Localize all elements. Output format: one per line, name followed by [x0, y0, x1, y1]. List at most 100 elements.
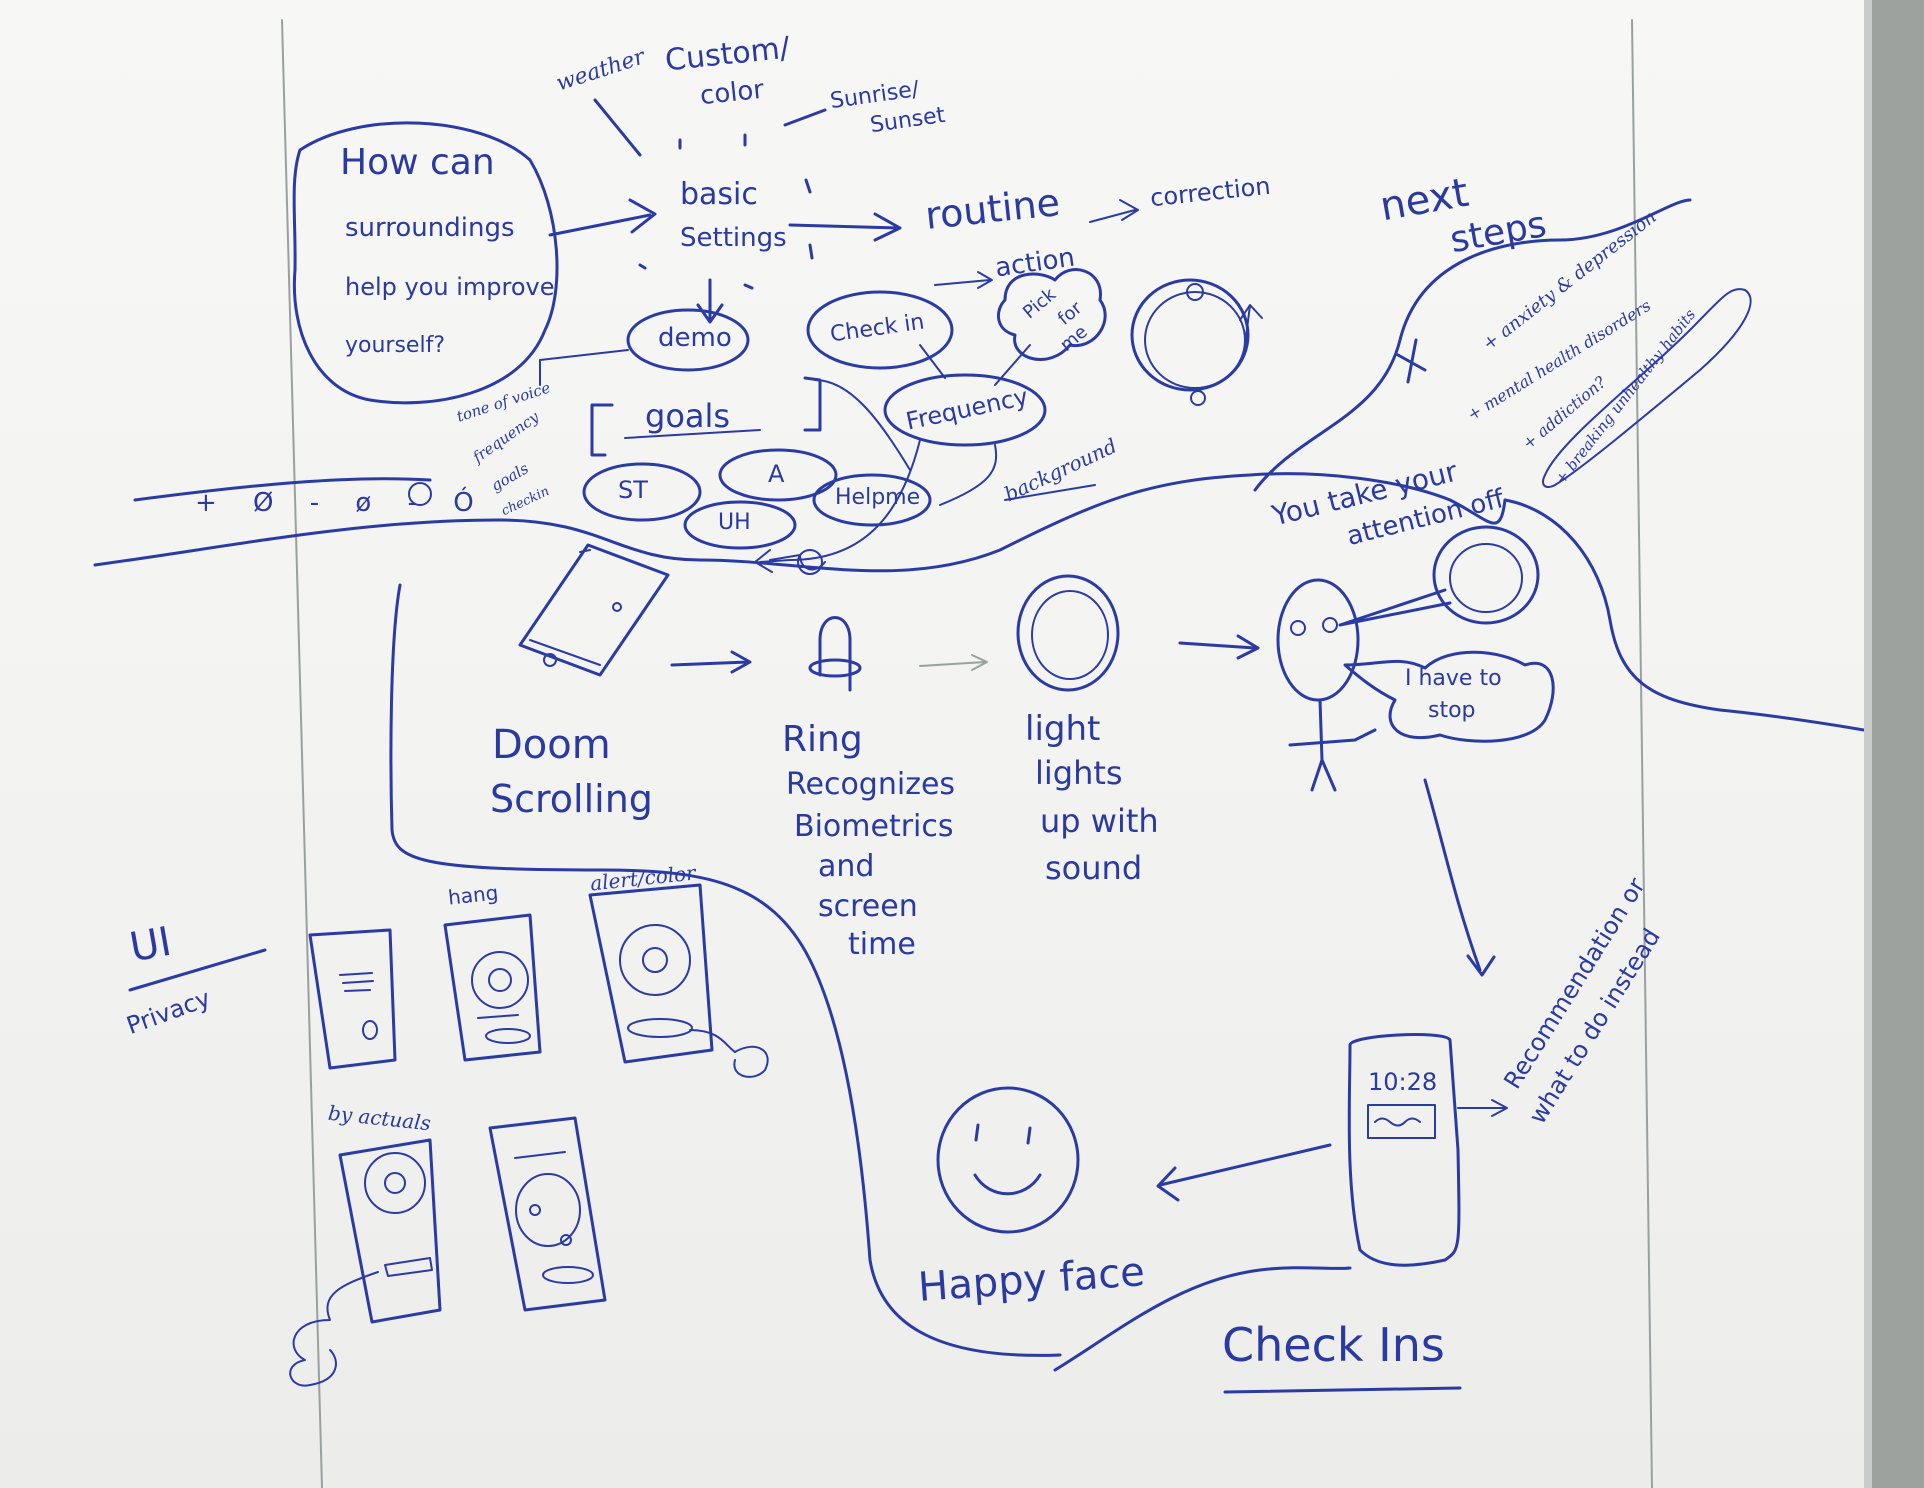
- wireframe-4: [338, 1138, 442, 1324]
- doom-label: Doom: [492, 722, 611, 768]
- wireframe-4-dot: [384, 1172, 406, 1194]
- scrolling-label: Scrolling: [490, 777, 653, 821]
- flow-arrow-3: [1178, 634, 1260, 660]
- phone-time: 10:28: [1368, 1068, 1438, 1096]
- wireframe-2-ring: [471, 951, 529, 1009]
- tick: [804, 178, 812, 194]
- ring-label: Biometrics: [794, 809, 954, 844]
- goals-to-helpme: [814, 379, 911, 471]
- wireframe-2-dot: [488, 968, 512, 992]
- wireframe-5-dot: [560, 1234, 572, 1246]
- hang-label: hang: [446, 880, 500, 910]
- wireframe-1-dot: [362, 1020, 378, 1040]
- thought-label: stop: [1428, 698, 1476, 723]
- wireframe-3-button: [627, 1018, 693, 1038]
- goal-st-label: ST: [618, 476, 648, 504]
- wireframe-3-dot: [642, 947, 668, 973]
- basic-settings-label: basic: [680, 177, 758, 212]
- custom-color-label: color: [698, 74, 766, 112]
- ring-label: and: [818, 849, 875, 884]
- wireframe-3-ring: [619, 924, 691, 996]
- goal-ring: [797, 549, 823, 575]
- happy-face-eye: [974, 1123, 980, 1142]
- demo-bubble: [626, 308, 750, 372]
- goal-helpme-label: Helpme: [835, 485, 921, 510]
- ring-label: Ring: [782, 719, 863, 760]
- checkin-bubble: [806, 290, 954, 370]
- demo-connector: [539, 349, 629, 386]
- ring-label: time: [848, 927, 916, 962]
- background-line: [939, 444, 1096, 506]
- checkin-frequency-line: [919, 344, 946, 379]
- happy-face-eye: [1026, 1126, 1032, 1145]
- arrow-question-to-settings: [548, 198, 657, 237]
- ring-on-finger: [808, 658, 862, 678]
- habits-outline: [1542, 288, 1752, 488]
- arrow-down-to-demo: [696, 278, 724, 324]
- goals-bracket-left: [590, 403, 614, 457]
- ui-label: UI: [126, 918, 175, 972]
- sun-icon: [408, 482, 432, 506]
- light-ring: [1016, 574, 1120, 692]
- goals-underline: [624, 429, 761, 439]
- bottom-curve: [1053, 1266, 1352, 1372]
- loop-knob: [1190, 390, 1206, 406]
- tick: [743, 283, 754, 290]
- right-region-curve: [1503, 498, 1922, 742]
- sunset-tick: [783, 108, 827, 127]
- light-label: up with: [1040, 802, 1159, 840]
- ring-label: screen: [818, 889, 918, 924]
- arrow-down-to-phone: [1423, 778, 1496, 977]
- figure-eye: [1290, 620, 1306, 636]
- panel-seam-left: [281, 19, 323, 1488]
- phone-screen-line: [529, 549, 601, 666]
- figure-body: [1318, 698, 1324, 762]
- loop-arrow: [1239, 304, 1263, 346]
- weather-tick: [593, 98, 642, 157]
- wireframe-5-dot: [529, 1204, 541, 1216]
- question-line: surroundings: [345, 213, 515, 243]
- happy-face: [936, 1086, 1080, 1234]
- loop-knob: [1186, 283, 1204, 301]
- wireframe-5-bar: [514, 1151, 566, 1159]
- phone-dot: [612, 602, 622, 612]
- figure-head: [1276, 578, 1360, 702]
- scale-label: + Ø - ø - Ó: [195, 488, 488, 518]
- light-label: sound: [1045, 849, 1143, 887]
- wireframe-3: [588, 883, 714, 1064]
- demo-label: demo: [658, 323, 732, 353]
- arrow-checkin-to-action: [934, 271, 993, 289]
- checkin-phone-screen: [1367, 1104, 1436, 1139]
- wireframe-1-lines: [339, 972, 374, 992]
- wireframe-4-squiggle: [289, 1271, 379, 1387]
- light-ring-inner: [1031, 590, 1109, 680]
- figure-legs: [1310, 758, 1337, 792]
- checkin-phone-wave: [1374, 1117, 1421, 1127]
- question-line: How can: [340, 142, 495, 183]
- light-label: light: [1025, 709, 1101, 749]
- gaze-ring: [1432, 525, 1540, 625]
- plus-mark: [1396, 338, 1427, 384]
- basic-settings-label: Settings: [680, 223, 787, 253]
- phone-home-button: [543, 653, 557, 667]
- figure-gaze: [1338, 588, 1452, 627]
- tick: [638, 263, 647, 270]
- question-line: yourself?: [345, 333, 445, 358]
- scale-line: [133, 477, 432, 502]
- gaze-ring-inner: [1449, 543, 1523, 613]
- tick: [808, 243, 814, 260]
- goals-bracket-right: [803, 376, 822, 432]
- goal-a-label: A: [768, 460, 785, 488]
- wall: [1872, 0, 1924, 1488]
- loop-ring: [1130, 278, 1250, 392]
- board-frame: [1864, 0, 1874, 1488]
- ui-privacy-divider: [128, 948, 267, 992]
- flow-arrow-2: [919, 654, 988, 671]
- figure-arms: [1288, 728, 1377, 747]
- goal-bubble-helpme: [812, 473, 932, 527]
- finger-sketch: [818, 616, 852, 692]
- wireframe-1: [308, 928, 397, 1070]
- thought-bubble: [1343, 650, 1555, 743]
- figure-eye: [1322, 617, 1338, 633]
